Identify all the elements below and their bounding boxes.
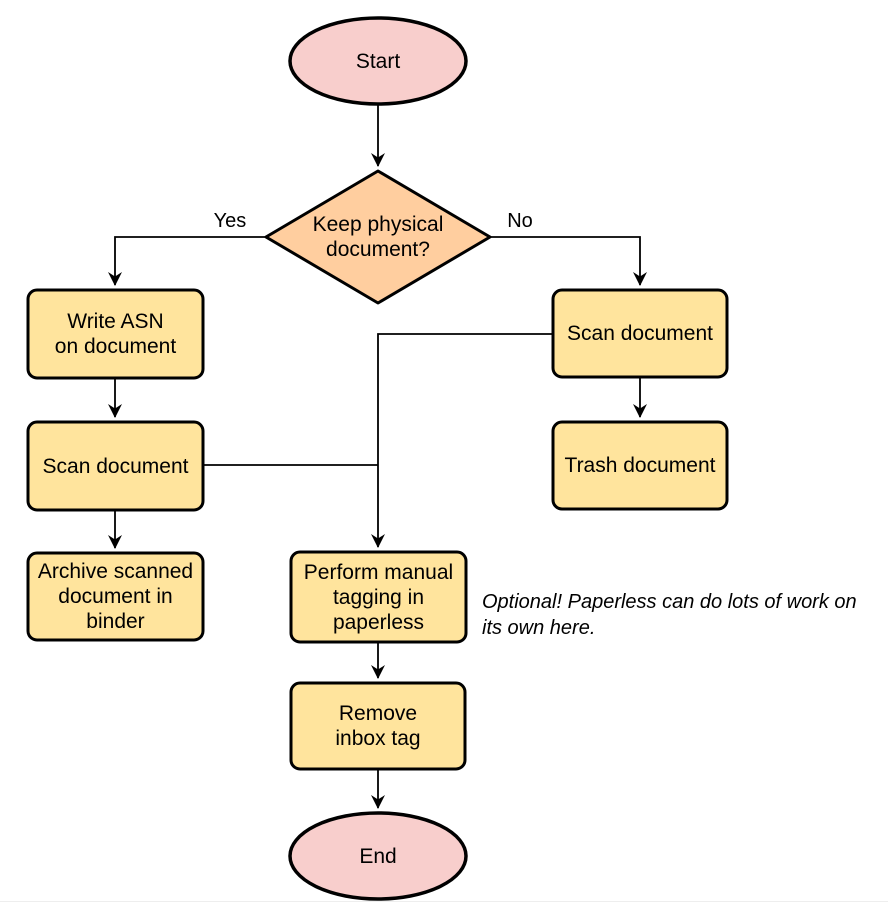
trash-document-shape xyxy=(551,420,729,511)
manual-tagging-shape xyxy=(289,550,468,644)
remove-inbox-tag-shape xyxy=(289,681,467,771)
scan-document-left-label: Scan document xyxy=(42,454,189,478)
decision-keep-physical-label: Keep physical document? xyxy=(312,213,444,261)
scan-document-right-label: Scan document xyxy=(567,322,713,345)
scan-document-right-shape xyxy=(551,288,729,379)
edge-decision-no-to-scan-right xyxy=(490,236,647,286)
end-terminal-shape xyxy=(288,811,468,901)
edge-label-no: No xyxy=(507,210,533,232)
scan-document-left-shape xyxy=(26,420,205,512)
start-terminal-shape xyxy=(288,16,468,106)
edge-scan-right-to-tagging xyxy=(371,333,553,548)
trash-document-label: Trash document xyxy=(564,454,716,477)
optional-annotation: Optional! Paperless can do lots of work … xyxy=(482,591,857,639)
decision-diamond-shape xyxy=(264,169,492,305)
write-asn-label: Write ASN on document xyxy=(54,310,177,358)
edge-decision-yes-to-write-asn xyxy=(108,236,266,286)
manual-tagging-label: Perform manual tagging in paperless xyxy=(303,560,454,634)
archive-binder-label: Archive scanned document in binder xyxy=(37,560,194,633)
edge-label-yes: Yes xyxy=(213,210,247,232)
archive-binder-shape xyxy=(26,551,205,642)
start-node-label: Start xyxy=(355,49,401,73)
remove-inbox-tag-label: Remove inbox tag xyxy=(335,702,421,750)
end-node-label: End xyxy=(359,845,397,868)
write-asn-shape xyxy=(26,288,205,380)
bottom-rule xyxy=(0,901,888,902)
